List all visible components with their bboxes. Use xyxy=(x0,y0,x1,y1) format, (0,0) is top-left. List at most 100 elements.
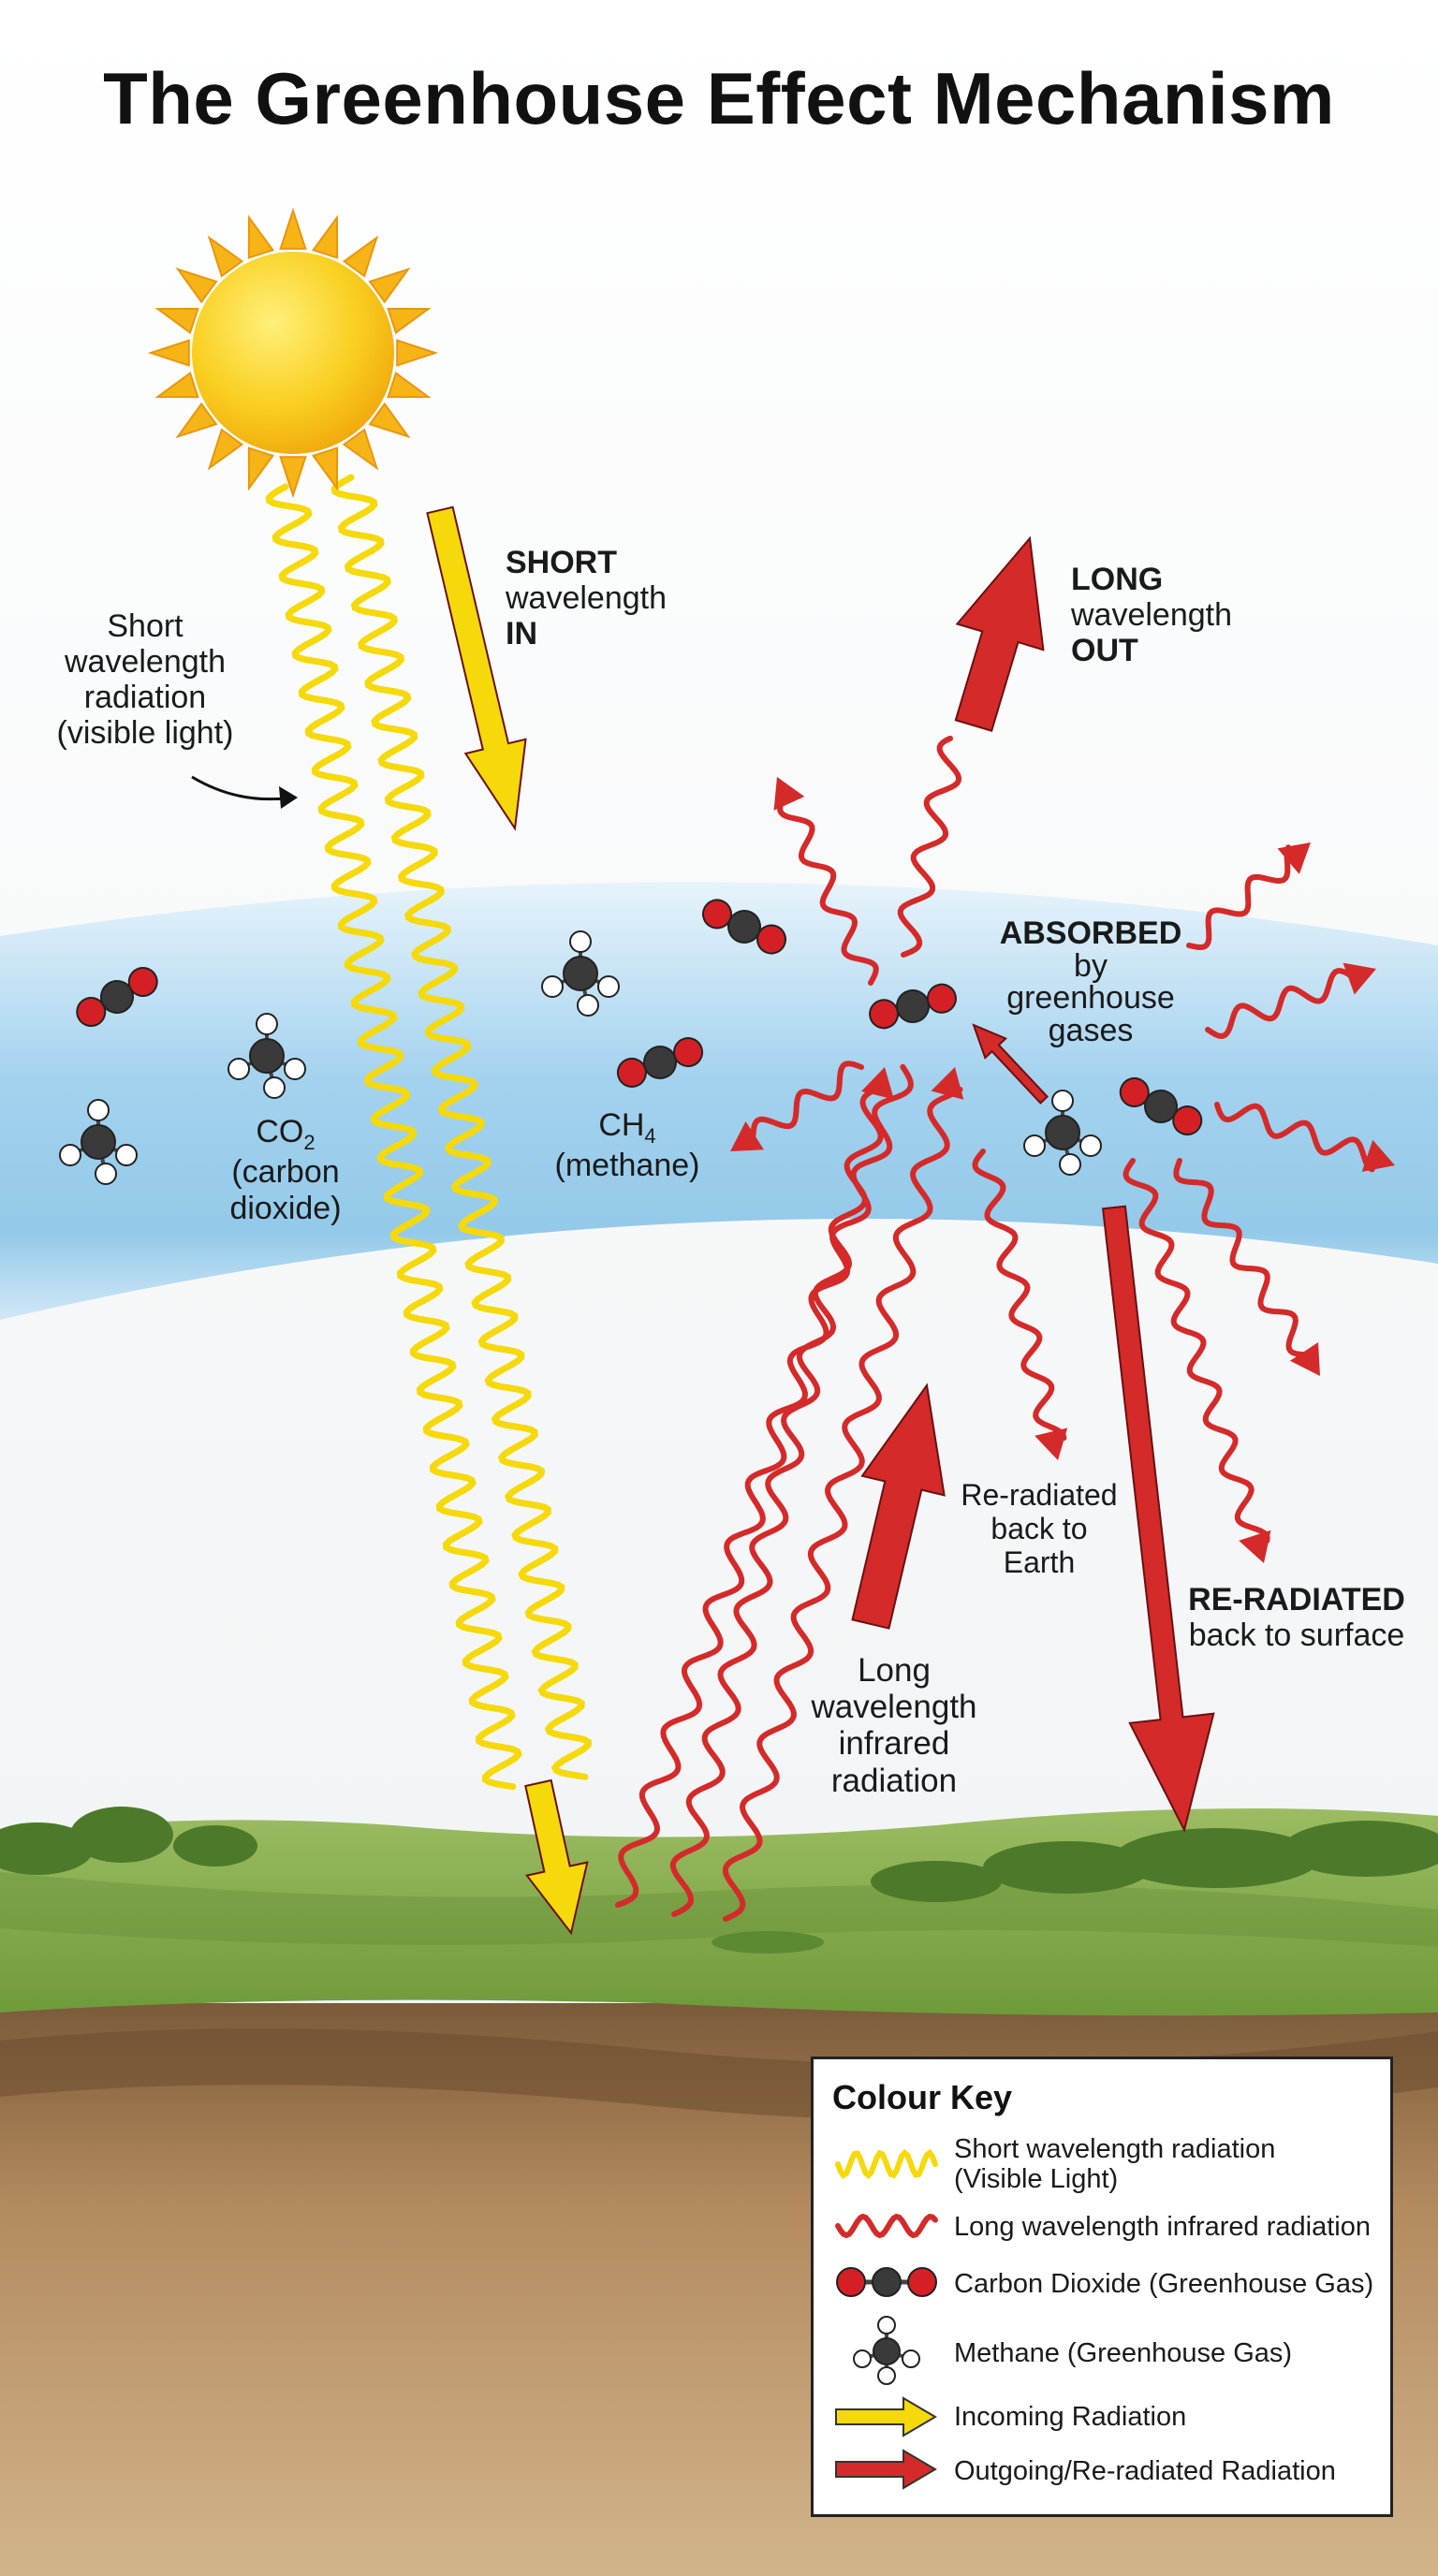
co2-molecule xyxy=(76,967,158,1027)
co2-label: CO2 (carbon dioxide) xyxy=(197,1114,374,1226)
scatter-wave-head xyxy=(730,1120,764,1151)
sun-ray xyxy=(368,402,411,439)
ch4-label: CH4 (methane) xyxy=(534,1107,721,1184)
bushes xyxy=(0,1807,1438,1954)
colour-key-title: Colour Key xyxy=(832,2078,1013,2116)
absorbed-label: ABSORBED by greenhouse gases xyxy=(974,917,1208,1047)
sun-ray xyxy=(247,446,275,491)
sun-ray xyxy=(342,428,379,471)
methane-molecule xyxy=(541,930,620,1017)
colour-key: Colour Key Short wavelength radiation (V… xyxy=(811,2056,1393,2517)
reradiated-wave xyxy=(1123,1158,1270,1544)
short-in-arrow xyxy=(426,505,527,831)
short-rad-line3: radiation xyxy=(83,680,207,716)
key-outgoing-arrow-icon xyxy=(835,2449,937,2490)
short-wave-beam xyxy=(330,474,593,1780)
sun-disc xyxy=(192,252,394,454)
sun-ray xyxy=(207,428,244,471)
molecule-layer xyxy=(59,899,1203,1185)
key-incoming-line1: Incoming Radiation xyxy=(954,2402,1187,2432)
co2-molecule xyxy=(701,899,787,955)
sun-ray xyxy=(147,339,190,367)
co2-line2: (carbon xyxy=(231,1154,340,1191)
long-ir-line1: Long xyxy=(858,1652,931,1689)
sun-ray xyxy=(387,371,432,399)
long-wave-ray xyxy=(615,1063,914,1908)
long-out-bold3: OUT xyxy=(1071,633,1138,669)
co2-molecule xyxy=(616,1037,704,1088)
rr-earth-line1: Re-radiated xyxy=(961,1478,1118,1512)
atmosphere-band xyxy=(0,882,1438,1320)
sun-ray xyxy=(342,235,379,278)
methane-molecule xyxy=(1023,1090,1102,1176)
scatter-wave-head xyxy=(773,777,805,811)
key-incoming-arrow-icon xyxy=(835,2396,937,2437)
sun-ray xyxy=(247,214,275,259)
short-rad-line4: (visible light) xyxy=(56,715,234,752)
page-title: The Greenhouse Effect Mechanism xyxy=(103,57,1335,139)
long-wave-out xyxy=(897,735,962,958)
long-out-arrow xyxy=(954,535,1045,732)
sun xyxy=(147,207,439,499)
short-in-label: SHORT wavelength IN xyxy=(506,545,667,651)
key-item-co2: Carbon Dioxide (Greenhouse Gas) xyxy=(954,2269,1373,2299)
sun-ray xyxy=(175,402,218,439)
co2-molecule xyxy=(869,983,957,1030)
absorbed-line4: gases xyxy=(1048,1013,1134,1049)
long-ir-label: Long wavelength infrared radiation xyxy=(786,1652,1002,1799)
co2-line3: dioxide) xyxy=(229,1190,342,1226)
key-short-wave-icon xyxy=(835,2148,938,2180)
long-out-line2: wavelength xyxy=(1071,597,1233,634)
short-radiation-label: Short wavelength radiation (visible ligh… xyxy=(37,608,253,751)
short-in-ground-arrow xyxy=(524,1778,589,1936)
rr-surface-bold: RE-RADIATED xyxy=(1188,1582,1405,1617)
long-out-bold1: LONG xyxy=(1071,562,1164,597)
long-wave-ray xyxy=(722,1086,963,1922)
scatter-wave xyxy=(1214,1102,1375,1173)
sun-ray xyxy=(207,235,244,278)
key-item-methane: Methane (Greenhouse Gas) xyxy=(954,2338,1292,2368)
scatter-wave xyxy=(749,1061,864,1150)
key-item-long: Long wavelength infrared radiation xyxy=(954,2212,1371,2242)
sun-ray xyxy=(175,267,218,304)
co2-molecule xyxy=(1119,1076,1203,1136)
long-ir-line4: radiation xyxy=(830,1762,958,1799)
key-item-outgoing: Outgoing/Re-radiated Radiation xyxy=(954,2456,1336,2486)
long-ir-line3: infrared xyxy=(838,1725,950,1763)
scatter-wave-head xyxy=(1289,1342,1320,1376)
key-methane-line1: Methane (Greenhouse Gas) xyxy=(954,2338,1293,2368)
short-in-bold1: SHORT xyxy=(506,545,617,580)
scatter-wave xyxy=(1186,844,1292,950)
sun-ray xyxy=(279,207,307,250)
short-in-line2: wavelength xyxy=(506,580,668,617)
long-out-label: LONG wavelength OUT xyxy=(1071,562,1232,668)
long-ir-arrow xyxy=(851,1383,946,1630)
key-methane-molecule-icon xyxy=(853,2316,920,2385)
co2-subscript: 2 xyxy=(303,1130,315,1154)
absorbed-pointer-arrow xyxy=(972,1023,1049,1105)
scatter-wave-head xyxy=(1361,1139,1395,1172)
reradiated-wave xyxy=(972,1149,1067,1442)
sun-rays xyxy=(147,207,439,499)
key-item-incoming: Incoming Radiation xyxy=(954,2402,1186,2432)
scatter-wave-head xyxy=(1343,962,1376,995)
rr-surface-line2: back to surface xyxy=(1188,1617,1405,1654)
short-in-bold3: IN xyxy=(506,616,537,652)
sun-ray xyxy=(368,267,411,304)
reradiated-surface-arrow xyxy=(1101,1205,1215,1833)
scatter-wave xyxy=(777,792,879,986)
sun-ray xyxy=(154,371,199,399)
methane-molecule xyxy=(59,1099,138,1185)
key-co2-molecule-icon xyxy=(836,2267,937,2297)
key-short-line1: Short wavelength radiation xyxy=(954,2134,1276,2164)
short-wave-beam xyxy=(265,483,522,1791)
key-outgoing-line1: Outgoing/Re-radiated Radiation xyxy=(954,2456,1336,2486)
key-long-wave-icon xyxy=(835,2213,938,2239)
rr-earth-line2: back to xyxy=(990,1511,1088,1545)
absorbed-line2: by xyxy=(1074,947,1108,984)
ch4-formula: CH xyxy=(598,1107,645,1143)
sun-ray xyxy=(396,339,439,367)
sun-ray xyxy=(387,307,432,335)
